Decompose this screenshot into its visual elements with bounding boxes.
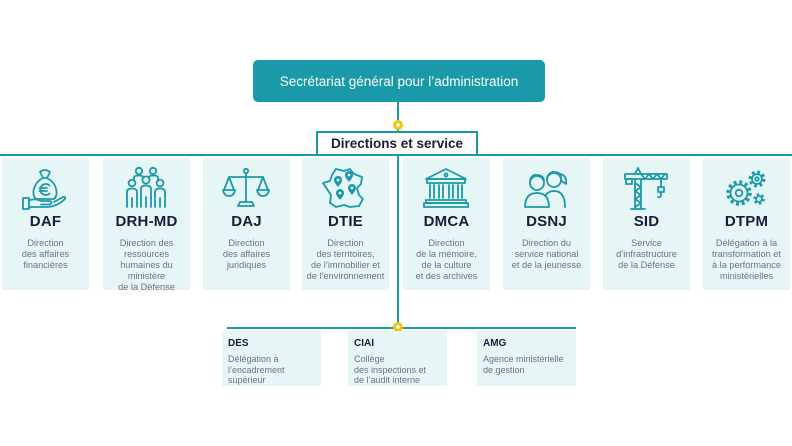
secretariat-general-title: Secrétariat général pour l’administratio… <box>279 73 519 89</box>
direction-acronym: DSNJ <box>526 213 567 230</box>
direction-card-daj: DAJ Direction des affaires juridiques <box>203 158 290 290</box>
direction-card-dmca: DMCA Direction de la mémoire, de la cult… <box>403 158 490 290</box>
service-acronym: DES <box>228 338 249 349</box>
direction-description: Direction des ressources humaines du min… <box>118 238 175 292</box>
service-acronym: AMG <box>483 338 507 349</box>
connector-dot <box>393 120 403 130</box>
direction-description: Direction de la mémoire, de la culture e… <box>415 238 478 281</box>
direction-card-dtpm: DTPM Délégation à la transformation et à… <box>703 158 790 290</box>
direction-card-dsnj: DSNJ Direction du service national et de… <box>503 158 590 290</box>
young-people-icon <box>521 165 571 211</box>
direction-acronym: DTIE <box>328 213 363 230</box>
service-description: Collège des inspections et de l’audit in… <box>354 354 427 385</box>
directions-section-title: Directions et service <box>330 136 464 151</box>
direction-acronym: DTPM <box>724 213 769 230</box>
money-bag-euro-icon <box>20 165 70 211</box>
scales-of-justice-icon <box>221 165 271 211</box>
direction-card-sid: SID Service d’infrastructure de la Défen… <box>603 158 690 290</box>
direction-acronym: DAF <box>29 213 62 230</box>
direction-card-dtie: DTIE Direction des territoires, de l’imm… <box>302 158 389 290</box>
direction-acronym: DAJ <box>231 213 262 230</box>
service-card-amg: AMG Agence ministérielle de gestion <box>477 331 576 386</box>
direction-description: Direction du service national et de la j… <box>511 238 582 270</box>
museum-building-icon <box>421 165 471 211</box>
direction-acronym: DRH-MD <box>115 213 178 230</box>
service-description: Agence ministérielle de gestion <box>483 354 564 375</box>
gears-icon <box>721 165 771 211</box>
direction-description: Service d’infrastructure de la Défense <box>616 238 677 270</box>
service-card-ciai: CIAI Collège des inspections et de l’aud… <box>348 331 447 386</box>
direction-acronym: DMCA <box>423 213 470 230</box>
direction-description: Direction des affaires juridiques <box>222 238 271 270</box>
direction-card-daf: DAF Direction des affaires financières <box>2 158 89 290</box>
direction-acronym: SID <box>633 213 660 230</box>
direction-description: Direction des territoires, de l’immobili… <box>306 238 385 281</box>
direction-card-drh-md: DRH-MD Direction des ressources humaines… <box>103 158 190 292</box>
directions-section-box: Directions et service <box>316 131 478 156</box>
service-description: Délégation à l’encadrement supérieur <box>228 354 285 385</box>
service-card-des: DES Délégation à l’encadrement supérieur <box>222 331 321 386</box>
construction-crane-icon <box>621 165 671 211</box>
secretariat-general-box: Secrétariat général pour l’administratio… <box>253 60 545 102</box>
connector-dot <box>393 322 403 332</box>
service-acronym: CIAI <box>354 338 374 349</box>
direction-description: Direction des affaires financières <box>21 238 70 270</box>
direction-description: Délégation à la transformation et à la p… <box>712 238 781 281</box>
france-map-pins-icon <box>320 165 370 211</box>
people-group-icon <box>121 165 171 211</box>
